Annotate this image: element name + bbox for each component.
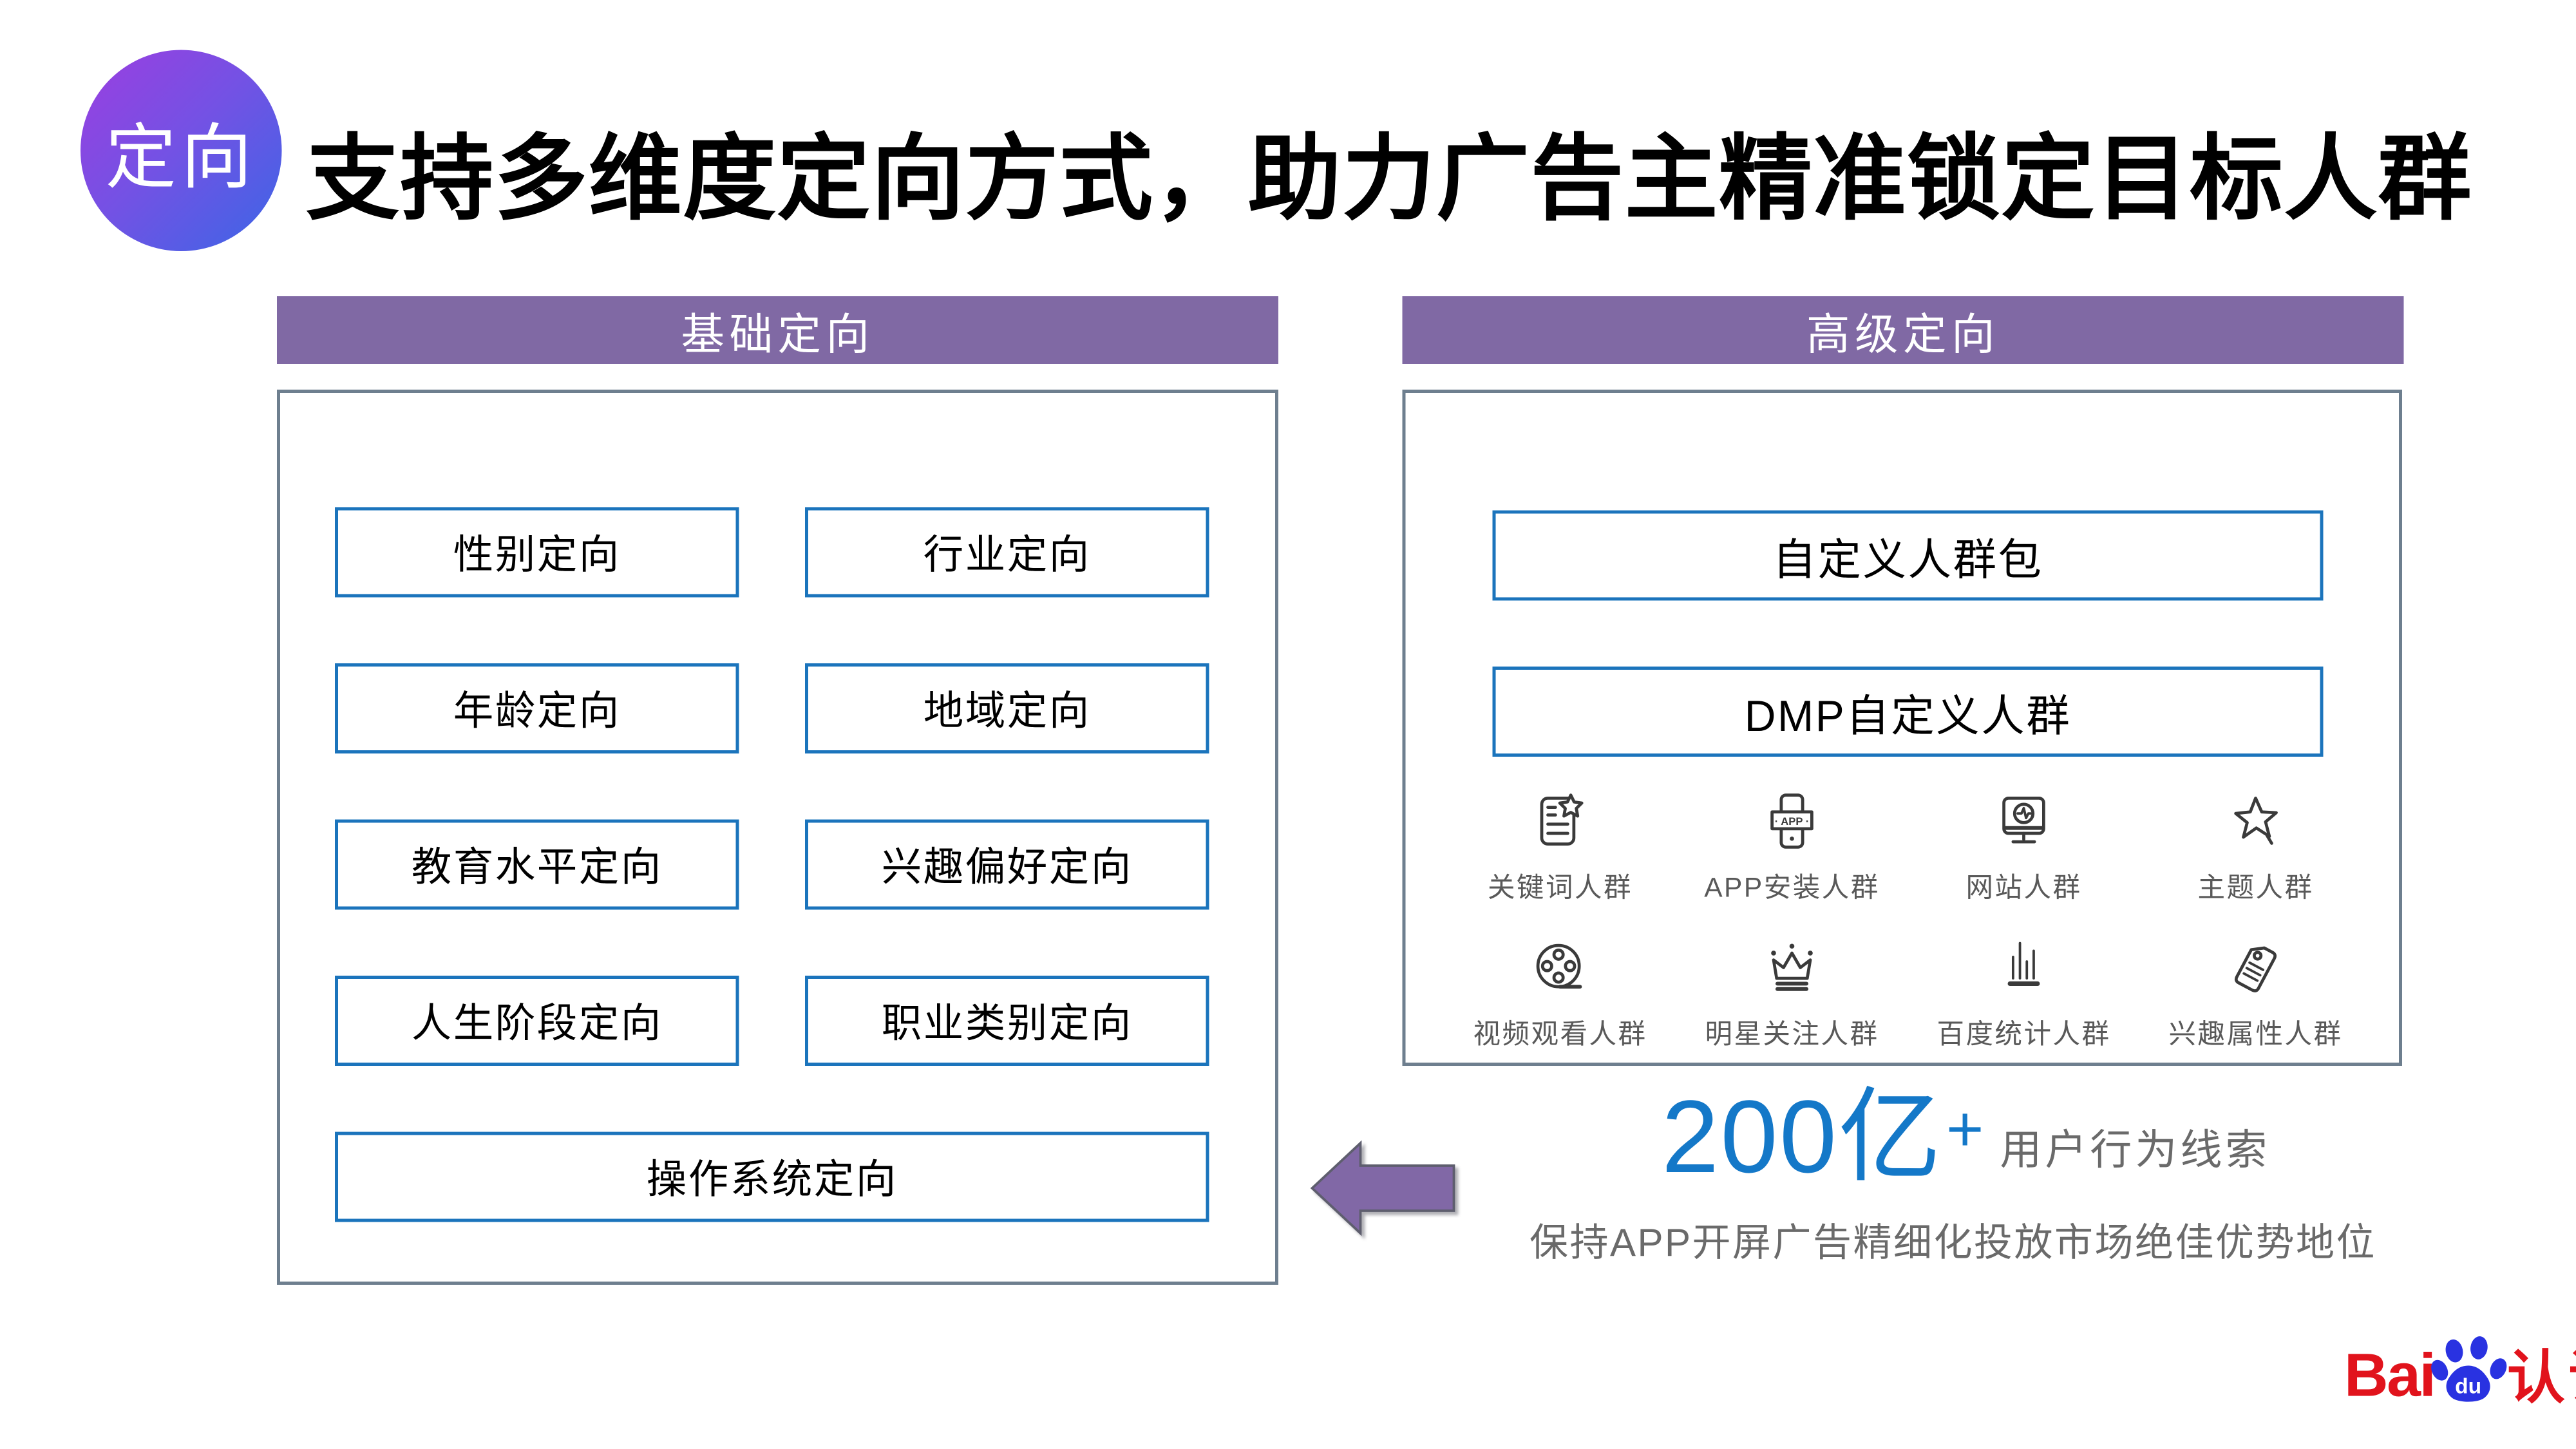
audience-item-app-install: · APP · APP安装人群	[1671, 791, 1913, 905]
stat-suffix: 用户行为线索	[2000, 1124, 2271, 1173]
audience-label: 百度统计人群	[1937, 1019, 2111, 1050]
stat-plus-sign: +	[1946, 1094, 1984, 1166]
audience-item-video: 视频观看人群	[1439, 937, 1681, 1052]
box-gender-targeting: 性别定向	[335, 507, 739, 598]
stat-description: 保持APP开屏广告精细化投放市场绝佳优势地位	[1530, 1222, 2377, 1266]
audience-item-interest-attr: 兴趣属性人群	[2135, 937, 2376, 1052]
box-interest-targeting: 兴趣偏好定向	[805, 819, 1209, 910]
phone-app-icon: · APP ·	[1770, 793, 1814, 849]
audience-label: 网站人群	[1965, 873, 2082, 904]
crown-icon	[1771, 943, 1813, 991]
audience-item-topic: 主题人群	[2135, 791, 2376, 905]
audience-item-tongji: 百度统计人群	[1903, 937, 2145, 1052]
sketch-star-icon	[2234, 797, 2278, 845]
keyword-doc-star-icon	[1540, 793, 1584, 846]
box-occupation-targeting: 职业类别定向	[805, 976, 1209, 1066]
advanced-targeting-panel: 自定义人群包 DMP自定义人群 关键词人群 · APP · APP安装人群	[1402, 390, 2402, 1066]
stat-user-behavior: 200亿 + 用户行为线索	[1662, 1079, 2271, 1195]
monitor-pulse-icon	[2002, 797, 2045, 844]
advanced-targeting-header: 高级定向	[1402, 296, 2404, 364]
basic-targeting-panel: 性别定向 行业定向 年龄定向 地域定向 教育水平定向 兴趣偏好定向 人生阶段定向…	[277, 390, 1278, 1285]
film-reel-icon	[1536, 943, 1582, 989]
audience-label: 主题人群	[2197, 873, 2314, 904]
audience-item-website: 网站人群	[1903, 791, 2145, 905]
price-tag-icon	[2234, 946, 2277, 992]
box-dmp-audience: DMP自定义人群	[1492, 667, 2324, 757]
targeting-badge: 定向	[80, 50, 282, 251]
box-age-targeting: 年龄定向	[335, 663, 739, 753]
box-education-targeting: 教育水平定向	[335, 819, 739, 910]
app-badge-text: · APP ·	[1775, 815, 1810, 828]
audience-item-keyword: 关键词人群	[1439, 791, 1681, 905]
page-title: 支持多维度定向方式，助力广告主精准锁定目标人群	[306, 127, 2472, 232]
logo-renzheng-text: 认证	[2506, 1344, 2576, 1410]
audience-label: 明星关注人群	[1705, 1019, 1879, 1050]
basic-targeting-header: 基础定向	[277, 296, 1278, 364]
baidu-certified-logo: Bai du 认证	[2344, 1336, 2576, 1407]
audience-label: 关键词人群	[1488, 873, 1633, 904]
box-os-targeting: 操作系统定向	[335, 1132, 1209, 1222]
box-industry-targeting: 行业定向	[805, 507, 1209, 598]
badge-label: 定向	[105, 118, 257, 198]
logo-bai-text: Bai	[2344, 1343, 2436, 1410]
audience-item-celebrity: 明星关注人群	[1671, 937, 1913, 1052]
logo-du-text: du	[2455, 1375, 2481, 1399]
baidu-paw-icon: du	[2431, 1336, 2507, 1402]
basic-header-label: 基础定向	[681, 310, 875, 359]
audience-label: 视频观看人群	[1473, 1019, 1647, 1050]
bar-chart-icon	[2007, 942, 2040, 986]
box-lifestage-targeting: 人生阶段定向	[335, 976, 739, 1066]
audience-label: 兴趣属性人群	[2168, 1019, 2343, 1050]
left-arrow-icon	[1310, 1140, 1455, 1236]
stat-big-number: 200亿	[1662, 1079, 1943, 1195]
box-custom-audience: 自定义人群包	[1492, 510, 2324, 601]
advanced-header-label: 高级定向	[1806, 310, 2000, 359]
audience-label: APP安装人群	[1704, 873, 1880, 904]
box-region-targeting: 地域定向	[805, 663, 1209, 753]
